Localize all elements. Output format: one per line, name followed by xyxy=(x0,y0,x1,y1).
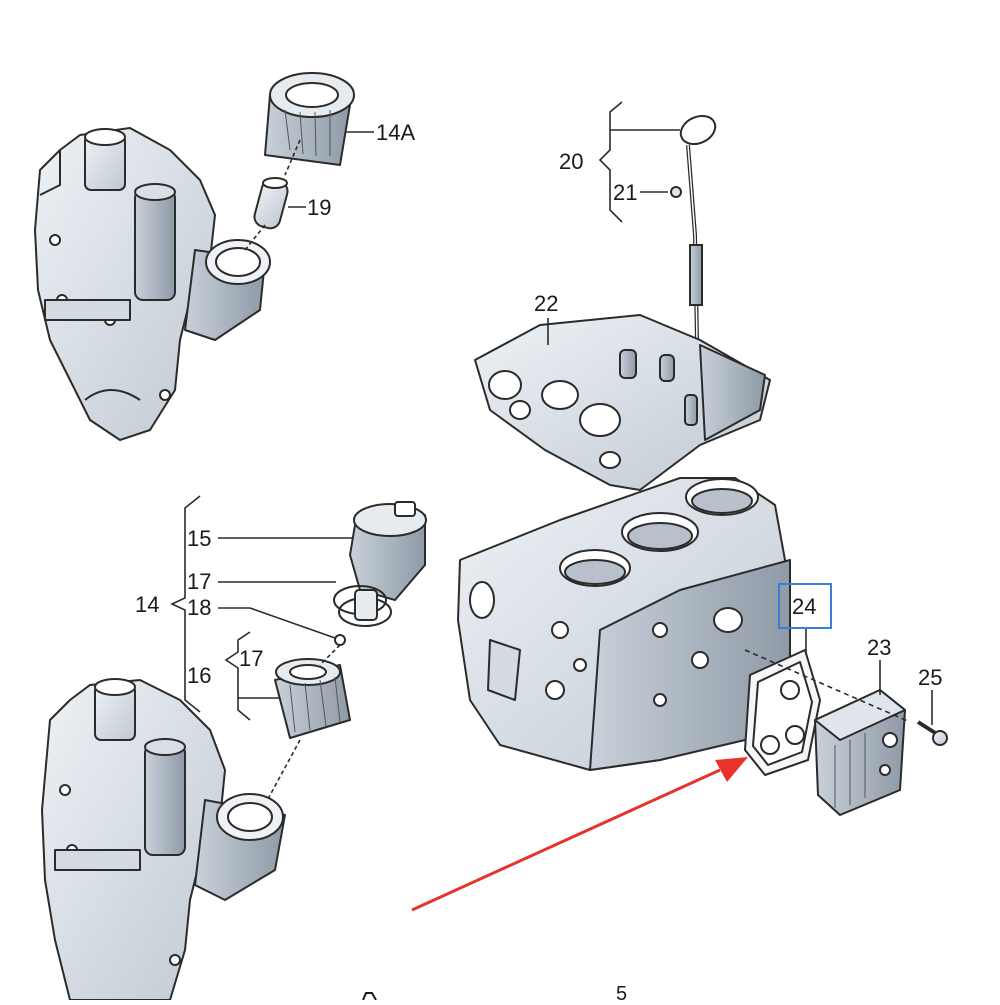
callout-17-upper: 17 xyxy=(187,569,212,594)
callout-23: 23 xyxy=(867,635,892,660)
callout-19: 19 xyxy=(307,195,332,220)
callout-20: 20 xyxy=(559,149,584,174)
pointer-arrow xyxy=(411,757,748,912)
callout-14A: 14A xyxy=(376,120,416,145)
callout-14: 14 xyxy=(135,592,160,617)
seal-sleeve-19 xyxy=(253,177,289,230)
callout-18: 18 xyxy=(187,595,212,620)
dipstick-20 xyxy=(670,114,717,341)
leader-lines-upper-left xyxy=(244,131,374,251)
bracket-20-21 xyxy=(598,101,680,223)
callout-15: 15 xyxy=(187,526,212,551)
callout-5: 5 xyxy=(616,983,628,1005)
callout-25: 25 xyxy=(918,665,943,690)
bolt-25 xyxy=(916,720,948,746)
seal-18 xyxy=(334,634,346,646)
oil-filter-housing-top xyxy=(34,127,271,441)
callout-24: 24 xyxy=(792,594,817,619)
oil-cooler-23 xyxy=(814,689,906,816)
filter-element-16 xyxy=(274,658,351,739)
leader-lines-cooler xyxy=(744,627,933,725)
filter-cap-15 xyxy=(349,501,427,601)
filter-element-14A xyxy=(264,72,355,166)
oil-filter-housing-bottom xyxy=(41,678,286,1001)
callout-21: 21 xyxy=(613,180,638,205)
callout-22: 22 xyxy=(534,291,559,316)
callout-17-lower: 17 xyxy=(239,646,264,671)
cropped-callout-fragment xyxy=(362,992,377,1001)
o-ring-17 xyxy=(333,585,392,627)
engine-block xyxy=(457,477,791,771)
oil-pan-gasket-22 xyxy=(474,314,771,491)
oil-cooler-seal-24 xyxy=(744,649,821,776)
callout-16: 16 xyxy=(187,663,212,688)
highlight-box-24 xyxy=(778,583,832,629)
